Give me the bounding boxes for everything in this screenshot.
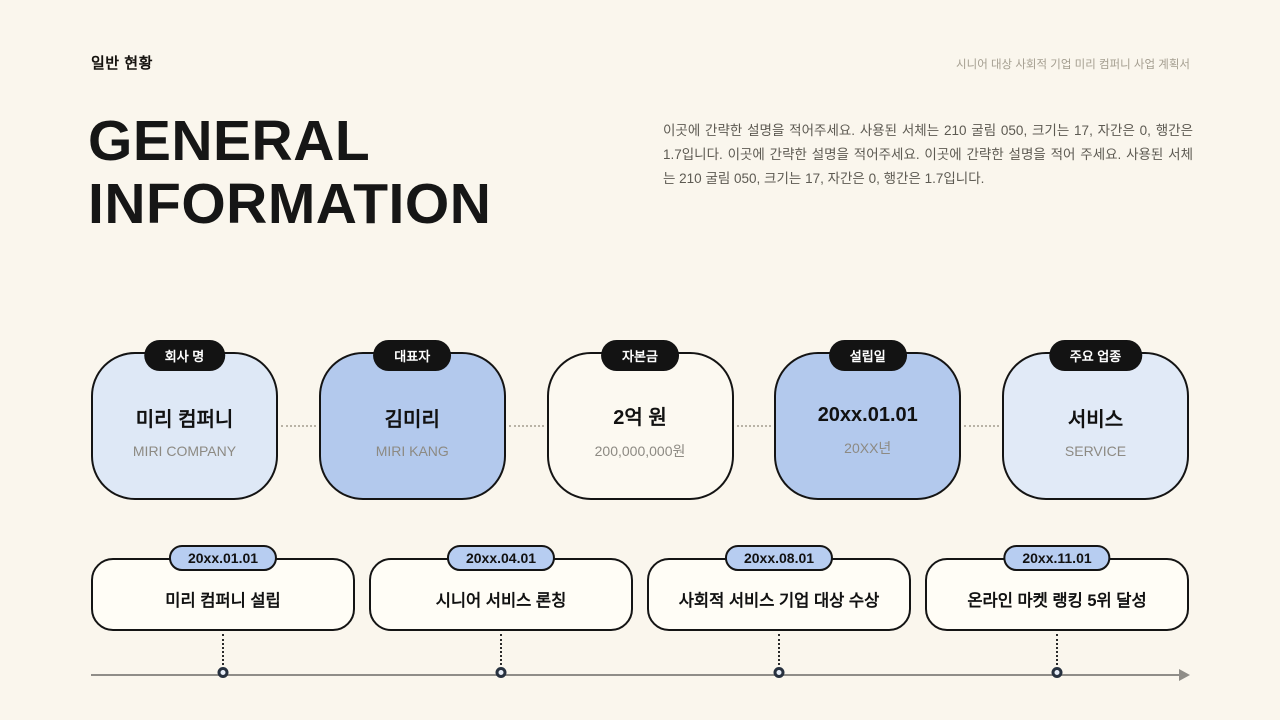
info-card-subvalue: 200,000,000원 xyxy=(594,443,686,459)
timeline-node-dot xyxy=(495,667,507,678)
document-subtitle: 시니어 대상 사회적 기업 미리 컴퍼니 사업 계획서 xyxy=(956,59,1190,71)
info-card-subvalue: SERVICE xyxy=(1064,443,1127,459)
info-card-capital: 자본금 2억 원 200,000,000원 xyxy=(546,340,734,500)
timeline-event: 미리 컴퍼니 설립 xyxy=(165,591,281,610)
dotted-connector xyxy=(736,425,772,427)
section-label: 일반 현황 xyxy=(91,55,153,72)
timeline-event: 시니어 서비스 론칭 xyxy=(435,591,567,610)
timeline-node-dot xyxy=(1051,667,1063,678)
timeline-node-connector xyxy=(778,634,780,665)
info-card-company-name: 회사 명 미리 컴퍼니 MIRI COMPANY xyxy=(91,340,278,500)
dotted-connector xyxy=(281,425,316,427)
info-card-label: 설립일 xyxy=(828,340,907,371)
timeline-item-launch: 20xx.04.01 시니어 서비스 론칭 xyxy=(369,545,633,631)
timeline-date-pill: 20xx.01.01 xyxy=(168,545,278,571)
info-cards-row: 회사 명 미리 컴퍼니 MIRI COMPANY 대표자 김미리 MIRI KA… xyxy=(91,340,1189,500)
info-card-label: 주요 업종 xyxy=(1048,340,1143,371)
dotted-connector xyxy=(964,425,999,427)
timeline-axis xyxy=(91,630,1190,694)
timeline-date-pill: 20xx.08.01 xyxy=(724,545,834,571)
timeline-row: 20xx.01.01 미리 컴퍼니 설립 20xx.04.01 시니어 서비스 … xyxy=(91,545,1189,631)
timeline-node-dot xyxy=(773,667,785,678)
info-card-subvalue: 20XX년 xyxy=(844,440,892,456)
info-card-subvalue: MIRI COMPANY xyxy=(132,443,237,459)
info-card-label: 대표자 xyxy=(373,340,452,371)
timeline-item-award: 20xx.08.01 사회적 서비스 기업 대상 수상 xyxy=(647,545,911,631)
info-card-subvalue: MIRI KANG xyxy=(375,443,449,459)
page-title-line2: INFORMATION xyxy=(88,171,492,236)
timeline-event: 사회적 서비스 기업 대상 수상 xyxy=(678,591,880,610)
info-card-value: 김미리 xyxy=(384,409,440,431)
timeline-item-ranking: 20xx.11.01 온라인 마켓 랭킹 5위 달성 xyxy=(925,545,1189,631)
description-text: 이곳에 간략한 설명을 적어주세요. 사용된 서체는 210 굴림 050, 크… xyxy=(663,123,1193,187)
info-card-industry: 주요 업종 서비스 SERVICE xyxy=(1002,340,1189,500)
timeline-node-connector xyxy=(500,634,502,665)
info-card-value: 2억 원 xyxy=(613,407,667,429)
info-card-founded-date: 설립일 20xx.01.01 20XX년 xyxy=(774,340,962,500)
timeline-node-dot xyxy=(217,667,229,678)
timeline-item-founding: 20xx.01.01 미리 컴퍼니 설립 xyxy=(91,545,355,631)
timeline-date-pill: 20xx.04.01 xyxy=(446,545,556,571)
info-card-label: 자본금 xyxy=(601,340,679,371)
timeline-date-pill: 20xx.11.01 xyxy=(1003,545,1111,571)
page-title-line1: GENERAL xyxy=(88,109,371,173)
timeline-axis-line xyxy=(91,674,1179,676)
info-card-value: 20xx.01.01 xyxy=(817,404,918,426)
timeline-arrow-icon xyxy=(1179,669,1190,681)
dotted-connector xyxy=(508,425,544,427)
info-card-value: 미리 컴퍼니 xyxy=(135,409,234,431)
info-card-ceo: 대표자 김미리 MIRI KANG xyxy=(318,340,506,500)
timeline-node-connector xyxy=(1056,634,1058,665)
info-card-value: 서비스 xyxy=(1067,409,1124,431)
timeline-event: 온라인 마켓 랭킹 5위 달성 xyxy=(967,591,1147,610)
info-card-label: 회사 명 xyxy=(143,340,226,371)
timeline-node-connector xyxy=(222,634,224,665)
